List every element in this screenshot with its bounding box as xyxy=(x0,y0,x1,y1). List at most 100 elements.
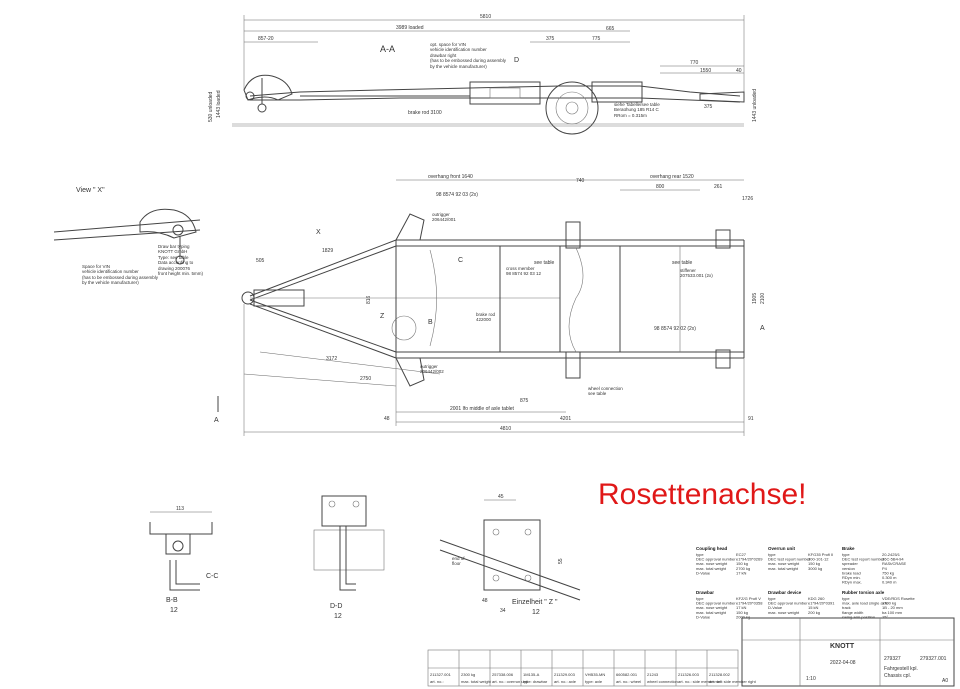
spec-row-label: max. axle load single axle xyxy=(842,601,889,606)
bb-title: B-B xyxy=(166,597,178,604)
part-number: 211329.003 xyxy=(554,672,576,677)
z-dim-45: 45 xyxy=(498,494,504,500)
spec-row-value: e1*94/20*0391 xyxy=(808,601,835,606)
spec-row-label: version xyxy=(842,566,855,571)
part-label: max. total weight xyxy=(461,679,492,684)
spec-row-label: DEC test report number xyxy=(768,557,811,562)
dim-740: 740 xyxy=(576,178,585,184)
z-title: Einzelheit " Z " xyxy=(512,599,558,606)
part-number: 1M135-A xyxy=(523,672,540,677)
z-dim-55: 55 xyxy=(558,558,564,564)
spec-row-value: KFG35 Profi II xyxy=(808,552,833,557)
part-label: art. no.: axle xyxy=(554,679,577,684)
spec-row-label: max. nose weight xyxy=(768,561,800,566)
dim-530: 530 unloaded xyxy=(208,91,214,122)
section-dd: D-D 12 xyxy=(313,495,385,620)
part-label: art. no.: wheel xyxy=(616,679,641,684)
spec-title-overrun_unit: Overrun unit xyxy=(768,546,796,551)
part-label: art. no.: side member left xyxy=(678,679,723,684)
spec-title-rubber_torsion_axle: Rubber torsion axle xyxy=(842,590,885,595)
label-outrigger-top: outrigger 206442/001 xyxy=(432,212,456,222)
dim-h1443: 1443 unloaded xyxy=(752,89,758,122)
spec-row-label: RDyn min. xyxy=(842,575,861,580)
spec-row-value: 3000 kg xyxy=(808,566,822,571)
drawing-no: 279327 xyxy=(884,656,901,662)
dim-1829: 1829 xyxy=(322,248,333,254)
dim-total: 5810 xyxy=(480,14,491,20)
part-label: type: axle xyxy=(585,679,603,684)
spec-row-label: track xyxy=(842,605,851,610)
spec-row-value: 15° xyxy=(882,614,888,619)
view-x-drawbar-note: Draw bar typing KNOTT GmbH Type: see tab… xyxy=(158,244,203,276)
dim-4810: 4810 xyxy=(500,426,511,432)
spec-title-drawbar_device: Drawbar device xyxy=(768,590,802,595)
spec-row-value: 1700 kg xyxy=(882,601,896,606)
view-x-vin-note: Space for VIN vehicle identification num… xyxy=(82,264,158,285)
view-x: View " X" Space for VIN vehicle identifi… xyxy=(53,187,203,285)
spec-row-value: 17 kN xyxy=(736,605,747,610)
part-number: 660582.001 xyxy=(616,672,638,677)
part-label: art. no.: overrun unit xyxy=(492,679,529,684)
spec-row-value: 15 kN xyxy=(808,605,819,610)
plan-view: overhang front 1640 overhang rear 1520 7… xyxy=(214,174,766,436)
spec-row-label: type xyxy=(696,552,704,557)
part-number: 211327.001 xyxy=(430,672,452,677)
dim-770: 770 xyxy=(690,60,699,66)
spec-row-value: 300-101-12 xyxy=(808,557,829,562)
dim-48: 48 xyxy=(384,416,390,422)
spec-row-label: type xyxy=(842,596,850,601)
dim-3172: 3172 xyxy=(326,356,337,362)
mark-z: Z xyxy=(380,313,385,320)
spec-row-value: RASt/CRASE xyxy=(882,561,907,566)
spec-row-label: brake load xyxy=(842,570,861,575)
brake-rod-label: brake rod 3100 xyxy=(408,110,442,116)
mark-b: B xyxy=(428,319,433,326)
dim-875: 875 xyxy=(520,398,529,404)
z-note: end of floor xyxy=(452,556,465,566)
drawing-no-full: 279327.001 xyxy=(920,656,947,662)
spec-row-value: 1B - 20 mm xyxy=(882,605,903,610)
spec-row-value: 750 kg xyxy=(882,570,894,575)
d-mark: D xyxy=(514,57,519,64)
dim-4201: 4201 xyxy=(560,416,571,422)
dim-505: 505 xyxy=(256,258,265,264)
spec-row-value: 200 kg xyxy=(808,610,820,615)
spec-row-label: DEC approval number xyxy=(696,601,736,606)
bb-scale: 12 xyxy=(170,607,178,614)
section-bb: 113 B-B 12 C-C xyxy=(149,506,218,614)
spec-title-drawbar: Drawbar xyxy=(696,590,714,595)
spec-row-label: swing arm position xyxy=(842,614,875,619)
spec-row-label: DEC test report number xyxy=(842,557,885,562)
dim-40: 40 xyxy=(736,68,742,74)
label-part-right: 98 8574 92 02 (2x) xyxy=(654,326,696,332)
spec-row-value: 150 kg xyxy=(736,561,748,566)
dim-overhang-rear: overhang rear 1520 xyxy=(650,174,694,180)
spec-row-value: P4 xyxy=(882,566,888,571)
part-number: 257338.006 xyxy=(492,672,514,677)
label-see-table: see table xyxy=(534,260,555,266)
spec-row-value: 17 kN xyxy=(736,570,747,575)
spec-row-value: 20-2425/1 xyxy=(882,552,901,557)
mark-c: C xyxy=(458,257,463,264)
dim-1905: 1905 xyxy=(752,293,758,304)
spec-row-value: 2000 kg xyxy=(736,614,750,619)
sheet-size: A0 xyxy=(942,678,948,684)
label-wheel-connection: wheel connection see table xyxy=(588,386,623,396)
label-outrigger-bottom: outrigger 206442/002 xyxy=(420,364,444,374)
spec-row-label: DEC approval number xyxy=(768,601,808,606)
part-number: 21243 xyxy=(647,672,659,677)
company-logo: KNOTT xyxy=(830,643,855,650)
dim-375a: 375 xyxy=(546,36,555,42)
dim-loaded: 3989 loaded xyxy=(396,25,424,31)
z-dim-34: 34 xyxy=(500,608,506,614)
spec-row-value: KDG 260 xyxy=(808,596,825,601)
mark-a-right: A xyxy=(760,325,765,332)
label-stiffener: stiffener 207533.001 (2x) xyxy=(680,268,713,278)
spec-row-label: max. total weight xyxy=(696,610,727,615)
dim-775: 775 xyxy=(592,36,601,42)
spec-row-label: DEC approval number xyxy=(696,557,736,562)
dd-scale: 12 xyxy=(334,613,342,620)
part-number: 2300 kg xyxy=(461,672,475,677)
part-label: wheel connection xyxy=(647,679,678,684)
spec-row-value: 36C-5B4-94 xyxy=(882,557,904,562)
